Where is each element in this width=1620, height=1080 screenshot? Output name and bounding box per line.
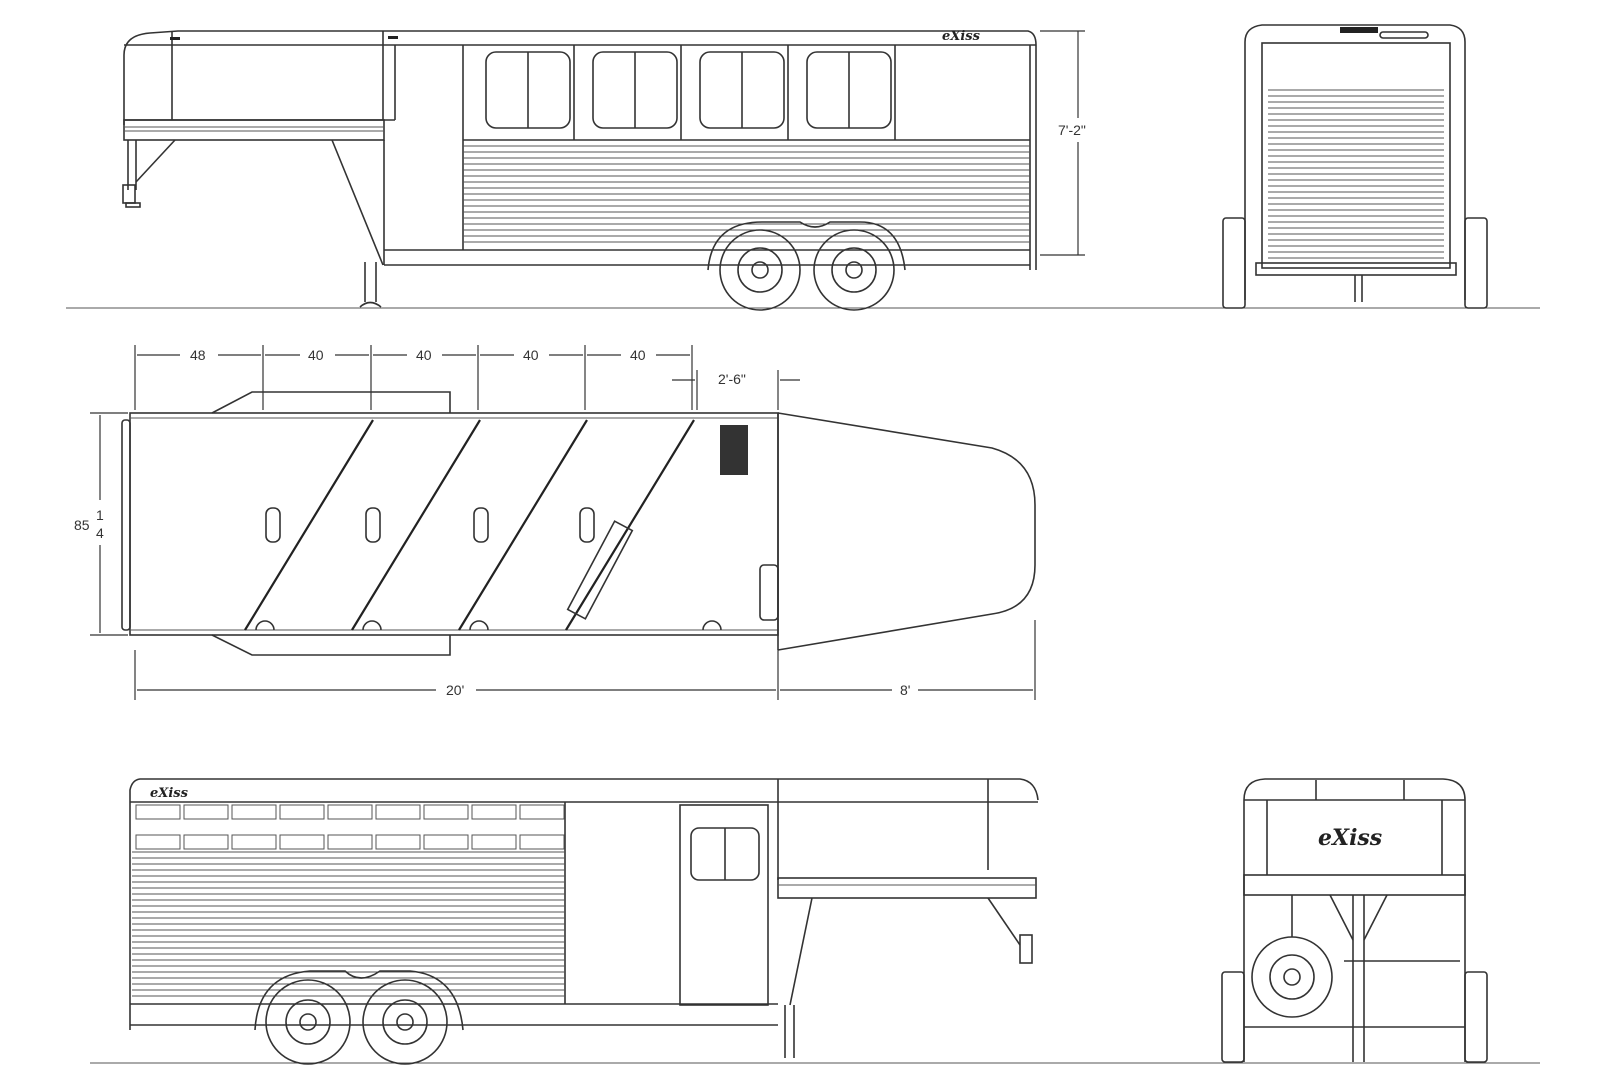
slat-opening bbox=[327, 834, 373, 850]
dome-light-icon bbox=[255, 620, 275, 631]
dome-light-icon bbox=[469, 620, 489, 631]
side-view-roadside: eXiss bbox=[90, 778, 1540, 1065]
brand-logo: eXiss bbox=[150, 786, 189, 801]
marker-light bbox=[1340, 27, 1378, 33]
slat-opening bbox=[183, 834, 229, 850]
front-view: eXiss bbox=[1221, 778, 1488, 1063]
brand-logo-large: eXiss bbox=[1318, 825, 1382, 851]
gooseneck-deck bbox=[123, 119, 385, 141]
stall-dividers bbox=[244, 419, 695, 631]
wheel bbox=[362, 979, 448, 1065]
upper-slats bbox=[135, 804, 565, 850]
width-dimension-label: 85 bbox=[74, 517, 90, 533]
side-windows bbox=[485, 45, 896, 140]
gooseneck-length-label: 8' bbox=[900, 682, 910, 698]
tack-dim-label: 2'-6" bbox=[718, 371, 746, 387]
box-length-label: 20' bbox=[446, 682, 464, 698]
gooseneck-plan bbox=[777, 412, 1036, 651]
window bbox=[592, 45, 682, 140]
width-fraction-num: 1 bbox=[96, 507, 104, 523]
slat-opening bbox=[327, 804, 373, 820]
wheel bbox=[719, 229, 801, 311]
fender bbox=[254, 970, 464, 1031]
slat-opening bbox=[471, 834, 517, 850]
hay-rack bbox=[720, 425, 748, 475]
trailer-box-plan bbox=[129, 412, 779, 636]
side-ribs bbox=[132, 851, 565, 997]
rear-door bbox=[1261, 42, 1451, 269]
height-dimension-label: 7'-2" bbox=[1058, 122, 1086, 138]
rear-view bbox=[1222, 24, 1488, 309]
stall-dim-label: 40 bbox=[416, 347, 432, 363]
stall-dimension-chain: 48 40 40 40 40 2'-6" bbox=[134, 345, 800, 410]
slat-opening bbox=[231, 804, 277, 820]
slat-opening bbox=[279, 804, 325, 820]
window bbox=[699, 45, 789, 140]
slat-opening bbox=[375, 804, 421, 820]
top-view: 48 40 40 40 40 2'-6" bbox=[74, 345, 1036, 700]
width-fraction-den: 4 bbox=[96, 525, 104, 541]
stall-dim-label: 40 bbox=[308, 347, 324, 363]
slat-opening bbox=[135, 804, 181, 820]
side-ribs bbox=[463, 145, 1030, 243]
jack-foot bbox=[122, 184, 136, 204]
slat-opening bbox=[279, 834, 325, 850]
slat-opening bbox=[231, 834, 277, 850]
slat-opening bbox=[423, 804, 469, 820]
escape-door bbox=[679, 804, 769, 1006]
rear-door-slats bbox=[1268, 89, 1444, 259]
stall-dim-label: 48 bbox=[190, 347, 206, 363]
saddle-rack bbox=[566, 520, 634, 620]
window bbox=[485, 45, 575, 140]
slat-opening bbox=[519, 834, 565, 850]
gooseneck-nose bbox=[123, 30, 1037, 125]
slat-opening bbox=[423, 834, 469, 850]
roof-vents bbox=[265, 507, 595, 543]
slat-opening bbox=[183, 804, 229, 820]
slat-opening bbox=[135, 834, 181, 850]
side-view-curbside: eXiss 7'-2" bbox=[66, 29, 1540, 311]
wheel bbox=[813, 229, 895, 311]
fender bbox=[707, 221, 906, 271]
slat-opening bbox=[471, 804, 517, 820]
spare-tire bbox=[1251, 936, 1333, 1018]
dome-light-icon bbox=[362, 620, 382, 631]
window bbox=[806, 45, 896, 140]
stall-dim-label: 40 bbox=[630, 347, 646, 363]
wheel bbox=[265, 979, 351, 1065]
stall-dim-label: 40 bbox=[523, 347, 539, 363]
slat-opening bbox=[519, 804, 565, 820]
brand-logo: eXiss bbox=[942, 29, 981, 44]
dome-lights bbox=[255, 620, 722, 631]
dome-light-icon bbox=[702, 620, 722, 631]
slat-opening bbox=[375, 834, 421, 850]
